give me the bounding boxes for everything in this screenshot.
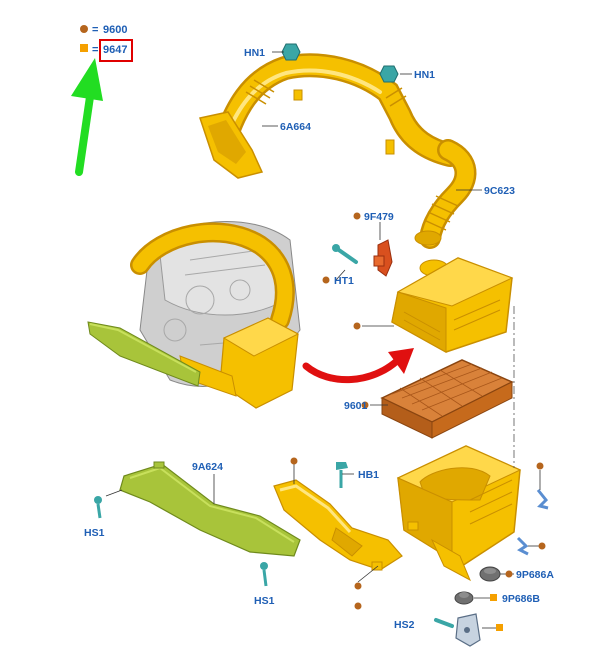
hose-9c623 [414,139,477,249]
label-9601: 9601 [344,400,368,412]
air-cleaner-housing [396,445,522,582]
nut-hn1-top [281,43,301,61]
sensor-9f479 [373,239,393,277]
isolator-9p686a [479,566,501,582]
leader-lines [105,51,541,629]
legend-circle-marker [80,25,88,33]
label-6a664: 6A664 [280,121,311,133]
label-hb1: HB1 [358,469,379,481]
bolt-hb1 [336,462,348,488]
legend-square-code: 9647 [103,44,127,56]
intake-tube-6a664 [199,53,462,179]
engine-assembly [87,221,301,409]
inlet-duct [273,479,403,571]
screw-hs1-bottom [260,562,268,587]
label-ht1: HT1 [334,275,354,287]
label-hs1-left: HS1 [84,527,105,539]
isolator-9p686b [454,591,474,605]
legend-circle-code: 9600 [103,24,127,36]
label-9c623: 9C623 [484,185,515,197]
screw-hs1-left [94,496,102,519]
air-filter-9601 [380,359,514,439]
green-arrow [71,58,103,176]
legend-square-marker [80,44,88,52]
label-9p686a: 9P686A [516,569,554,581]
label-9f479: 9F479 [364,211,394,223]
label-9p686b: 9P686B [502,593,540,605]
label-hs1-bottom: HS1 [254,595,275,607]
red-arrow [302,348,414,384]
label-hs2: HS2 [394,619,415,631]
nut-hn1-right [379,65,399,83]
bracket-hs2 [434,613,481,647]
legend: = 9600 = 9647 [80,24,133,62]
label-hn1-top: HN1 [244,47,265,59]
label-hn1-right: HN1 [414,69,435,81]
housing-clips [516,489,549,556]
screw-ht1 [332,244,358,264]
label-9a624: 9A624 [192,461,223,473]
duct-9a624 [119,461,301,557]
callout-markers [290,212,546,631]
legend-square-eq: = [92,44,98,56]
highlight-box [99,39,133,62]
air-cleaner-cover [391,257,514,353]
legend-circle-eq: = [92,24,98,36]
